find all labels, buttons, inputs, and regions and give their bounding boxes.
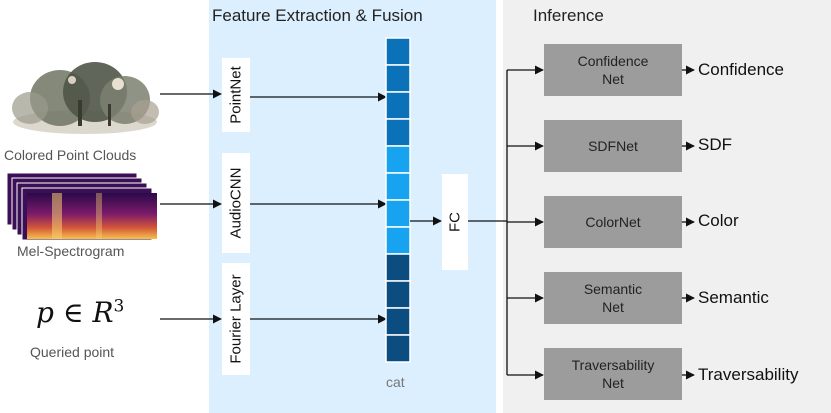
confidence-net-label: Confidence Net	[577, 53, 649, 87]
audiocnn-encoder: AudioCNN	[222, 153, 250, 253]
concatenated-feature-vector	[385, 37, 411, 363]
color-net-box: ColorNet	[544, 196, 682, 248]
queried-point-label: Queried point	[30, 344, 115, 360]
fourier-layer-label: Fourier Layer	[227, 274, 245, 364]
feature-extraction-title: Feature Extraction & Fusion	[212, 6, 423, 25]
query-point-math: p ∈ R3	[36, 296, 125, 329]
traversability-net-box: Traversability Net	[544, 348, 682, 400]
pointnet-encoder: PointNet	[222, 58, 250, 132]
sdf-net-box: SDFNet	[544, 120, 682, 172]
cat-cell-pointnet	[385, 118, 411, 147]
cat-cell-fourier	[385, 280, 411, 309]
semantic-net-label: Semantic Net	[583, 281, 643, 315]
cat-cell-fourier	[385, 307, 411, 336]
cat-label: cat	[386, 374, 405, 390]
spectrogram-label: Mel-Spectrogram	[17, 243, 125, 259]
sdf-net-label: SDFNet	[588, 138, 638, 154]
cat-cell-pointnet	[385, 37, 411, 66]
traversability-net-label: Traversability Net	[571, 357, 655, 391]
point-cloud-image	[12, 62, 159, 134]
sdf-output: SDF	[698, 135, 732, 154]
cat-cell-fourier	[385, 253, 411, 282]
audiocnn-label: AudioCNN	[227, 167, 245, 239]
cat-cell-audio	[385, 199, 411, 228]
semantic-net-box: Semantic Net	[544, 272, 682, 324]
cat-cell-audio	[385, 172, 411, 201]
pointnet-label: PointNet	[227, 66, 245, 124]
inference-title: Inference	[533, 6, 604, 25]
semantic-output: Semantic	[698, 288, 769, 307]
point-cloud-label: Colored Point Clouds	[4, 147, 137, 163]
traversability-output: Traversability	[698, 365, 799, 384]
confidence-output: Confidence	[698, 60, 785, 79]
color-output: Color	[698, 211, 739, 230]
spectrogram-image	[6, 172, 157, 241]
confidence-net-box: Confidence Net	[544, 44, 682, 96]
fc-layer: FC	[442, 174, 468, 270]
cat-cell-pointnet	[385, 64, 411, 93]
cat-cell-audio	[385, 226, 411, 255]
fourier-layer-encoder: Fourier Layer	[222, 263, 250, 375]
fc-label: FC	[446, 212, 464, 232]
cat-cell-pointnet	[385, 91, 411, 120]
cat-cell-audio	[385, 145, 411, 174]
color-net-label: ColorNet	[585, 214, 641, 230]
cat-cell-fourier	[385, 334, 411, 363]
